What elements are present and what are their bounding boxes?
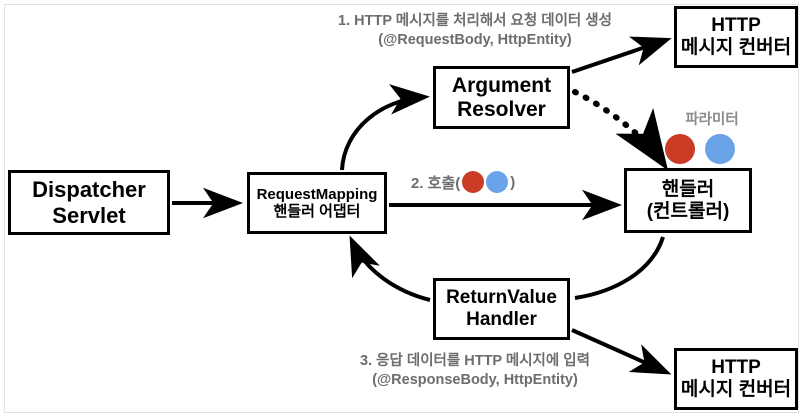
parameter-dot-red-inline — [462, 171, 485, 193]
caption-step-1: 1. HTTP 메시지를 처리해서 요청 데이터 생성 (@RequestBod… — [300, 12, 650, 50]
caption-step-2-prefix: 2. 호출( — [411, 174, 461, 192]
caption-step-2-suffix: ) — [510, 173, 516, 191]
node-handler-controller[interactable]: 핸들러 (컨트롤러) — [624, 168, 752, 233]
parameter-dot-blue-inline — [486, 171, 509, 193]
node-request-mapping-handler-adapter[interactable]: RequestMapping 핸들러 어댑터 — [247, 172, 387, 234]
node-return-value-handler-line2: Handler — [466, 309, 537, 330]
node-request-mapping-line2: 핸들러 어댑터 — [273, 203, 361, 220]
node-http-message-converter-top[interactable]: HTTP 메시지 컨버터 — [674, 6, 798, 68]
node-http-message-converter-bottom[interactable]: HTTP 메시지 컨버터 — [674, 348, 798, 410]
caption-step-2: 2. 호출( ) — [411, 171, 515, 193]
node-argument-resolver-line2: Resolver — [457, 97, 546, 121]
node-return-value-handler-line1: ReturnValue — [446, 287, 557, 309]
parameter-dots-group — [665, 134, 735, 164]
caption-step-3-line1: 3. 응답 데이터를 HTTP 메시지에 입력 — [360, 353, 590, 369]
node-handler-line2: (컨트롤러) — [646, 200, 730, 222]
caption-step-3-line2: (@ResponseBody, HttpEntity) — [372, 372, 578, 389]
node-dispatcher-servlet[interactable]: Dispatcher Servlet — [8, 170, 170, 235]
node-dispatcher-servlet-line2: Servlet — [52, 202, 126, 228]
node-request-mapping-line1: RequestMapping — [256, 185, 378, 203]
node-return-value-handler[interactable]: ReturnValue Handler — [433, 278, 570, 340]
parameter-dot-red — [665, 134, 695, 164]
node-http-message-converter-bottom-line1: HTTP — [711, 357, 761, 379]
node-http-message-converter-bottom-line2: 메시지 컨버터 — [680, 379, 792, 400]
node-argument-resolver[interactable]: Argument Resolver — [433, 66, 570, 129]
caption-step-1-line2: (@RequestBody, HttpEntity) — [378, 32, 572, 49]
node-http-message-converter-top-line1: HTTP — [711, 15, 761, 37]
caption-step-1-line1: 1. HTTP 메시지를 처리해서 요청 데이터 생성 — [338, 13, 612, 29]
node-handler-line1: 핸들러 — [661, 178, 715, 200]
node-argument-resolver-line1: Argument — [451, 73, 552, 97]
parameter-dot-blue — [705, 134, 735, 164]
node-dispatcher-servlet-line1: Dispatcher — [32, 177, 146, 203]
node-http-message-converter-top-line2: 메시지 컨버터 — [680, 37, 792, 58]
caption-parameter-label: 파라미터 — [685, 112, 739, 128]
caption-step-3: 3. 응답 데이터를 HTTP 메시지에 입력 (@ResponseBody, … — [300, 352, 650, 390]
